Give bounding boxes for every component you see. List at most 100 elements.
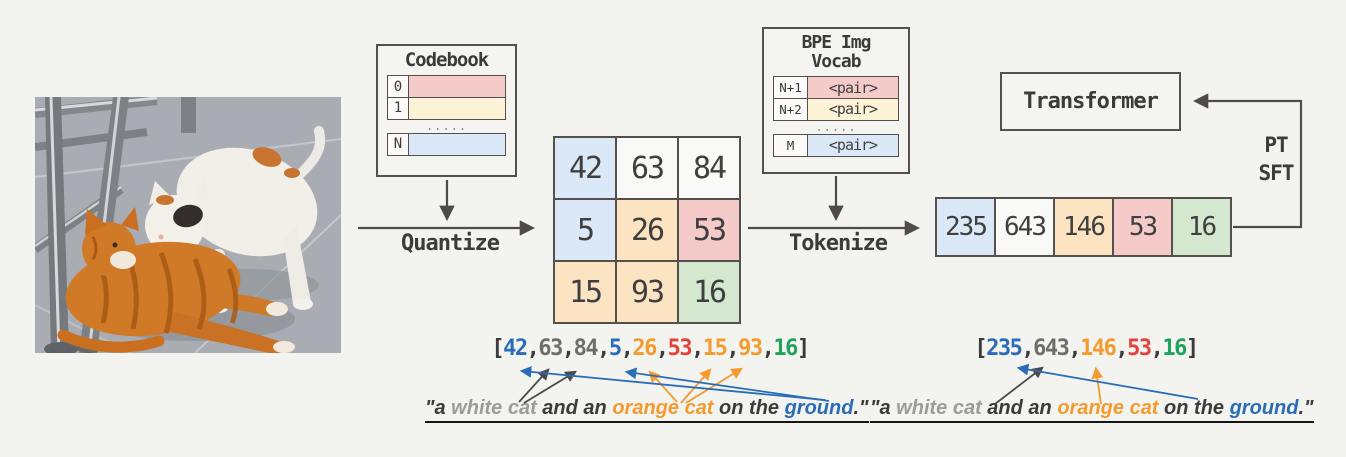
token-text: ,: [726, 336, 739, 361]
token-text: 53: [667, 336, 693, 361]
token-text: ,: [1068, 336, 1081, 361]
caption-text: "a white cat and an orange cat on the gr…: [870, 397, 1314, 423]
bpe-row: M<pair>: [773, 133, 899, 157]
caption-word: "a: [870, 397, 897, 419]
caption-right: "a white cat and an orange cat on the gr…: [870, 397, 1314, 423]
row-index-label: 1: [387, 96, 409, 120]
pair-token: <pair>: [808, 133, 899, 157]
row-index-label: N+1: [773, 76, 808, 99]
transformer-label: Transformer: [1023, 89, 1159, 114]
token-text: ,: [620, 336, 634, 361]
code-color-bar: [409, 75, 506, 98]
token-text: ,: [597, 336, 610, 361]
caption-word: .": [1298, 397, 1314, 419]
grid-cell: 93: [617, 262, 677, 322]
token-text: 5: [608, 336, 622, 361]
token-cell: 643: [996, 199, 1053, 255]
codebook-row: N: [387, 132, 506, 156]
token-text: 53: [1127, 336, 1152, 361]
row-index-label: N+2: [773, 97, 808, 121]
grid-cell: 16: [679, 262, 739, 322]
token-text: 42: [503, 336, 528, 361]
token-text: ,: [561, 336, 575, 361]
codebook-row: 0: [387, 75, 506, 98]
caption-word: and an: [981, 397, 1058, 419]
code-color-bar: [409, 132, 506, 156]
tile-seam: [35, 138, 341, 178]
grid-cell: 5: [555, 200, 615, 260]
codebook-title: Codebook: [404, 49, 490, 71]
token-text: ,: [655, 336, 669, 361]
token-text: ,: [526, 336, 540, 361]
caption-text: "a white cat and an orange cat on the gr…: [425, 397, 869, 423]
token-text: 93: [738, 336, 763, 361]
caption-word: "a: [425, 397, 452, 419]
token-text: ,: [1115, 336, 1128, 361]
grid-cell: 84: [679, 138, 739, 198]
bpe-row: N+2<pair>: [773, 97, 899, 121]
token-cell: 146: [1055, 199, 1112, 255]
codebook-row: 1: [387, 96, 506, 120]
bpe-vocab-title: BPE Img Vocab: [764, 33, 908, 71]
bpe-title-line1: BPE Img: [801, 32, 872, 53]
token-cell: 16: [1173, 199, 1230, 255]
transformer-box: Transformer: [1000, 72, 1181, 131]
caption-word: on the: [713, 397, 785, 419]
token-text: ,: [1021, 336, 1034, 361]
bpe-rows: N+1<pair>N+2<pair>: [773, 76, 899, 121]
grid-cell: 42: [555, 138, 615, 198]
row-index-label: M: [773, 133, 808, 157]
sft-label: SFT: [1258, 161, 1295, 185]
pair-token: <pair>: [808, 97, 899, 121]
token-text: ,: [691, 336, 704, 361]
token-text: 63: [538, 336, 563, 361]
caption-left: "a white cat and an orange cat on the gr…: [425, 397, 869, 423]
quantize-label: Quantize: [401, 231, 500, 256]
token-text: ]: [796, 336, 810, 361]
bpe-rows: M<pair>: [773, 133, 899, 157]
bpe-vocab-box: BPE Img Vocab N+1<pair>N+2<pair> ..... M…: [762, 27, 910, 174]
token-text: 26: [632, 336, 657, 361]
codebook-rows: N: [387, 132, 506, 156]
caption-word: and an: [536, 397, 613, 419]
row-index-label: 0: [387, 75, 409, 98]
token-text: ,: [761, 336, 775, 361]
caption-word: on the: [1158, 397, 1230, 419]
pt-label: PT: [1264, 133, 1288, 157]
grid-cell: 26: [617, 200, 677, 260]
caption-word: white cat: [896, 397, 982, 419]
token-text: ]: [1185, 336, 1199, 361]
caption-word: ground: [784, 397, 854, 419]
cats-photo-image: [35, 97, 341, 353]
grid-cell: 63: [617, 138, 677, 198]
orange-cat: [57, 207, 295, 353]
tokenize-label: Tokenize: [789, 231, 888, 256]
caption-word: ground: [1229, 397, 1299, 419]
caption-word: orange cat: [1057, 397, 1159, 419]
token-text: [: [491, 336, 504, 361]
ellipsis-dots: .....: [815, 119, 857, 134]
grid-cell: 53: [679, 200, 739, 260]
token-text: 16: [773, 336, 798, 361]
token-cell: 235: [937, 199, 994, 255]
token-text: ,: [1150, 336, 1164, 361]
caption-word: .": [853, 397, 869, 419]
caption-word: white cat: [451, 397, 537, 419]
token-sequence-right: [235,643,146,53,16]: [936, 336, 1236, 361]
pair-token: <pair>: [808, 76, 899, 99]
token-text: 84: [573, 336, 599, 361]
row-index-label: N: [387, 132, 409, 156]
code-color-bar: [409, 96, 506, 120]
token-text: 16: [1162, 336, 1187, 361]
bpe-title-line2: Vocab: [811, 51, 861, 72]
white-cat: [145, 126, 326, 317]
token-text: 15: [702, 336, 728, 361]
caption-word: orange cat: [612, 397, 714, 419]
token-text: 643: [1033, 336, 1070, 361]
token-text: [: [974, 336, 987, 361]
